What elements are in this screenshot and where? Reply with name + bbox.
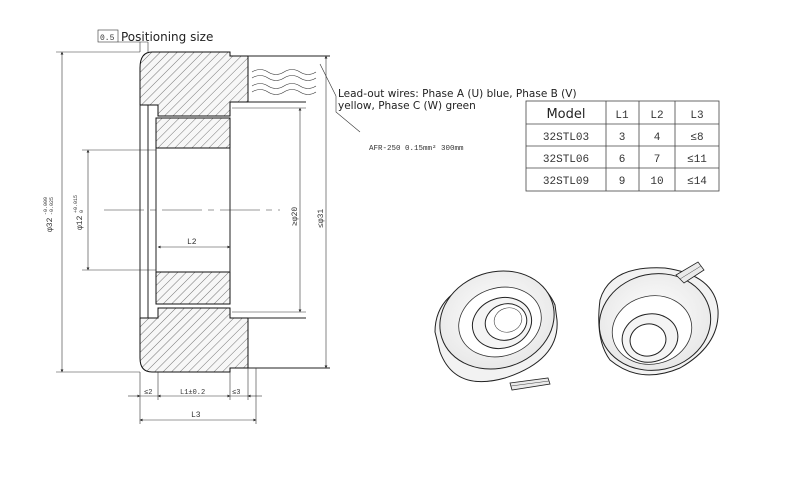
- table-cell: 32STL03: [543, 132, 589, 144]
- wire-spec-text: AFR-250 0.15mm² 300mm: [369, 144, 464, 153]
- model-table: Model L1 L2 L3 32STL03 3 4 ≤8 32STL06 6 …: [525, 100, 720, 192]
- table-cell: 9: [619, 176, 626, 188]
- table-cell: ≤11: [687, 154, 707, 166]
- bore20-label: ≥φ20: [291, 207, 300, 226]
- positioning-size-label: Positioning size: [121, 30, 213, 44]
- table-cell: 10: [650, 176, 663, 188]
- motor-3d-view-right: [598, 261, 719, 376]
- l1-label: L1±0.2: [180, 389, 205, 397]
- rotor-top-section: [155, 117, 231, 149]
- stator-top-section: [139, 51, 249, 117]
- lead-out-leader: [335, 96, 361, 133]
- lead-out-text-line2: yellow, Phase C (W) green: [338, 100, 476, 112]
- table-cell: 4: [654, 132, 661, 144]
- table-cell: 3: [619, 132, 626, 144]
- stator-bottom-section: [139, 307, 249, 373]
- lead-wire-3: [251, 83, 317, 89]
- table-cell: 7: [654, 154, 661, 166]
- table-cell: 32STL09: [543, 176, 589, 188]
- l3-label: L3: [191, 411, 201, 420]
- tolerance-box-value: 0.5: [100, 34, 115, 43]
- l2-label: L2: [187, 238, 197, 247]
- dimensions: 0.5 Positioning size φ32 -0.009 -0.025 φ…: [43, 29, 328, 424]
- table-header-model: Model: [546, 107, 585, 122]
- inner-dia-label: φ12: [76, 215, 85, 230]
- right-motor-wires: [675, 261, 705, 284]
- inner-dia-tol-top: +0.015: [73, 195, 79, 213]
- outer-dia-tol-bot: -0.025: [49, 197, 55, 215]
- table-header-l1: L1: [615, 110, 629, 122]
- motor-3d-view-left: [434, 270, 558, 391]
- outer-dia-tol-top: -0.009: [43, 197, 49, 215]
- table-cell: ≤8: [690, 132, 703, 144]
- table-cell: ≤14: [687, 176, 707, 188]
- table-header-l3: L3: [690, 110, 703, 122]
- table-cell: 6: [619, 154, 626, 166]
- od31-label: ≤φ31: [317, 209, 326, 228]
- outer-dia-label: φ32: [46, 217, 55, 232]
- lead-out-text-line1: Lead-out wires: Phase A (U) blue, Phase …: [338, 88, 577, 100]
- inner-dia-tol-bot: 0: [79, 210, 85, 213]
- table-header-l2: L2: [650, 110, 663, 122]
- lead-wire-4: [251, 89, 317, 95]
- lead-wire-1: [251, 69, 317, 75]
- table-cell: 32STL06: [543, 154, 589, 166]
- lead-wire-2: [251, 75, 317, 81]
- rotor-bottom-section: [155, 271, 231, 305]
- le3-label: ≤3: [232, 389, 240, 397]
- left-motor-wires: [509, 377, 551, 391]
- section-view: [104, 51, 361, 373]
- le2-label: ≤2: [144, 389, 152, 397]
